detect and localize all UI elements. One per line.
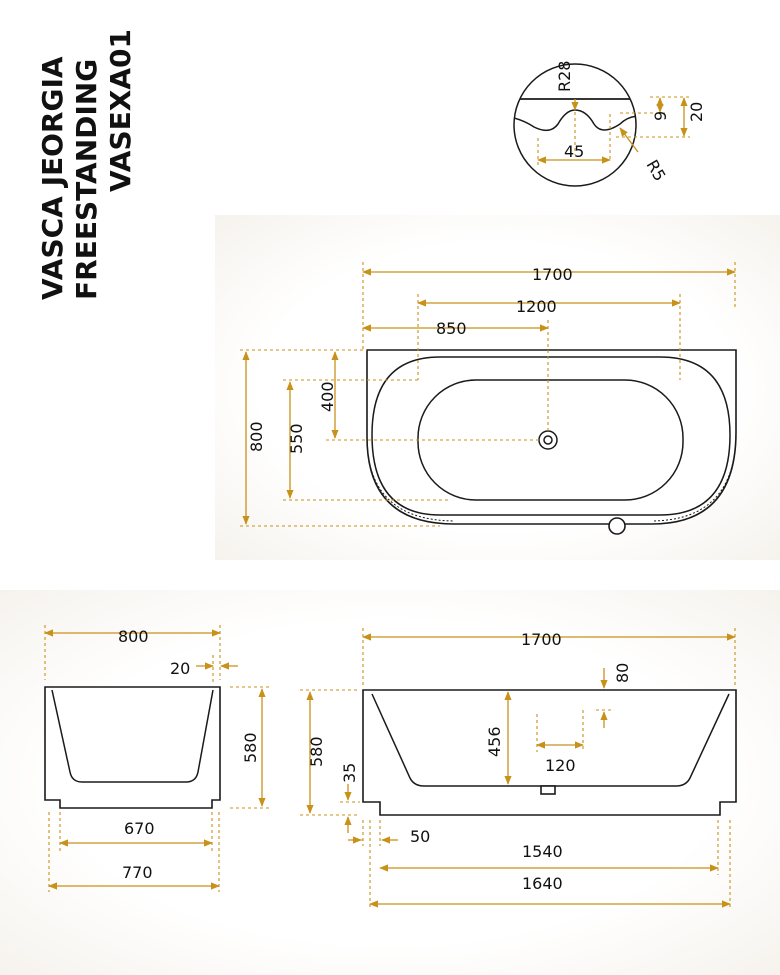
front-outline	[362, 689, 737, 816]
detail-45: 45	[564, 142, 584, 161]
top-1700: 1700	[532, 265, 573, 284]
profile-detail: R28 45 9 20 R5	[513, 61, 706, 187]
overflow-waste	[608, 517, 626, 535]
front-580: 580	[307, 736, 326, 767]
side-outline	[44, 686, 221, 809]
top-550: 550	[287, 423, 306, 454]
side-580: 580	[241, 732, 260, 763]
side-basin	[51, 689, 214, 783]
detail-20: 20	[687, 102, 706, 122]
title-line-2: FREESTANDING	[70, 59, 103, 300]
top-850: 850	[436, 319, 467, 338]
side-view: 800 20 580 670 770	[44, 625, 270, 892]
detail-r28: R28	[555, 61, 574, 92]
detail-r5: R5	[643, 157, 670, 185]
side-800: 800	[118, 627, 149, 646]
front-80: 80	[613, 663, 632, 683]
fluted-edge-right	[651, 352, 737, 522]
front-50: 50	[410, 827, 430, 846]
title-line-1: VASCA JEORGIA	[36, 56, 69, 300]
front-35: 35	[340, 763, 359, 783]
detail-9: 9	[651, 111, 670, 121]
top-800: 800	[247, 421, 266, 452]
side-770: 770	[122, 863, 153, 882]
detail-circle	[513, 63, 637, 187]
title-block: VASCA JEORGIA FREESTANDING VASEXA01	[36, 29, 137, 300]
fluted-edge-left	[366, 352, 455, 522]
side-670: 670	[124, 819, 155, 838]
title-line-3: VASEXA01	[104, 29, 137, 192]
front-1700: 1700	[521, 630, 562, 649]
side-20: 20	[170, 659, 190, 678]
front-456: 456	[485, 726, 504, 757]
tub-rim-top	[371, 356, 731, 516]
waste-pipe	[540, 785, 556, 795]
front-1640: 1640	[522, 874, 563, 893]
front-120: 120	[545, 756, 576, 775]
front-view: 1700 80 580 456 120 35 50 1540 1640	[300, 628, 737, 910]
top-400: 400	[318, 381, 337, 412]
front-1540: 1540	[522, 842, 563, 861]
top-view: 1700 1200 850 800 550 400	[240, 262, 737, 535]
top-1200: 1200	[516, 297, 557, 316]
